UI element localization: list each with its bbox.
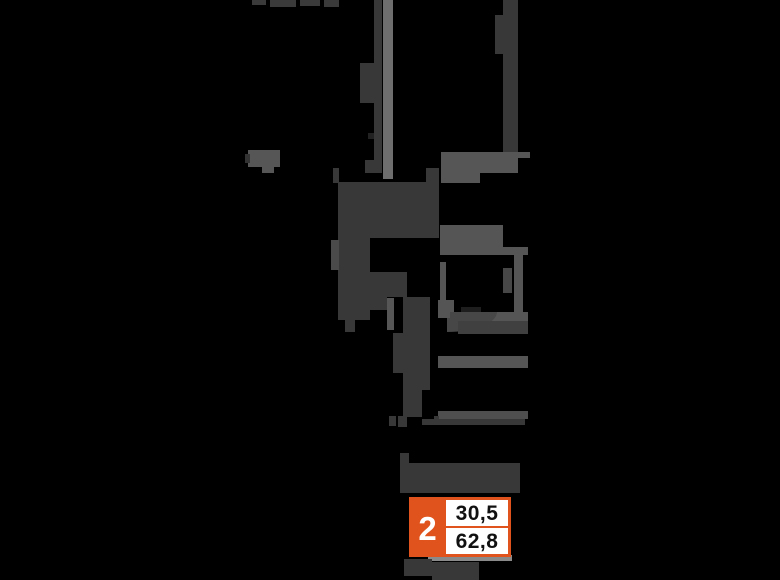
left-balcony-step <box>262 167 274 173</box>
right-column <box>503 0 518 154</box>
top-fragment-1 <box>252 0 266 5</box>
below-badge-bar <box>432 562 479 580</box>
badge-shadow <box>428 555 512 561</box>
area-values: 30,5 62,8 <box>446 500 508 554</box>
mid-right-ext <box>503 247 528 255</box>
lower-cross-bar-2 <box>438 411 528 419</box>
foot-1 <box>389 416 396 426</box>
lower-shaft-step <box>393 333 403 373</box>
rooms-count: 2 <box>418 509 437 547</box>
room-leg <box>345 310 355 332</box>
foot-2 <box>398 416 407 427</box>
mid-right-vwall <box>514 255 523 315</box>
room-mid-block <box>370 272 407 297</box>
lower-shaft <box>403 297 430 390</box>
room-main <box>338 182 439 238</box>
room-top-tab-left <box>333 168 339 183</box>
room-gray-strip <box>387 298 394 330</box>
shaft-wall-light <box>383 0 393 179</box>
room-top-tab-right <box>426 168 439 184</box>
mid-right-fixture <box>503 268 512 293</box>
top-fragment-4 <box>324 0 339 7</box>
lower-cross-bar-1 <box>438 356 528 368</box>
top-fragment-3 <box>300 0 320 6</box>
left-balcony-notch <box>245 154 250 163</box>
apartment-badge[interactable]: 2 30,5 62,8 <box>409 497 511 557</box>
mid-left-strip <box>440 262 446 308</box>
shaft-wall-dark <box>374 0 382 173</box>
door-marks <box>461 307 481 313</box>
total-area-value: 62,8 <box>446 528 508 554</box>
shaft-tab-upper <box>360 63 375 103</box>
left-balcony <box>248 150 280 167</box>
upper-cross-wall <box>441 152 518 173</box>
foot-3 <box>434 416 439 425</box>
upper-cross-wall-nub <box>518 152 530 158</box>
bottom-slab <box>400 463 520 493</box>
room-bottom-strip <box>338 297 387 310</box>
lower-left-strip <box>438 300 450 318</box>
shaft-mark <box>368 133 374 139</box>
room-left-bump <box>331 240 339 270</box>
upper-cross-wall-step <box>441 173 480 183</box>
top-fragment-2 <box>270 0 296 7</box>
mid-bottom-under <box>458 321 528 334</box>
mid-right-block <box>440 225 503 255</box>
bottom-slab-mark <box>400 453 409 463</box>
below-badge-block <box>404 559 432 576</box>
shaft-tab-lower <box>365 160 375 173</box>
lower-cross-bar-2b <box>422 419 525 425</box>
right-column-wide <box>495 15 504 54</box>
lower-shaft-narrow <box>403 390 422 417</box>
living-area-value: 30,5 <box>446 500 508 526</box>
